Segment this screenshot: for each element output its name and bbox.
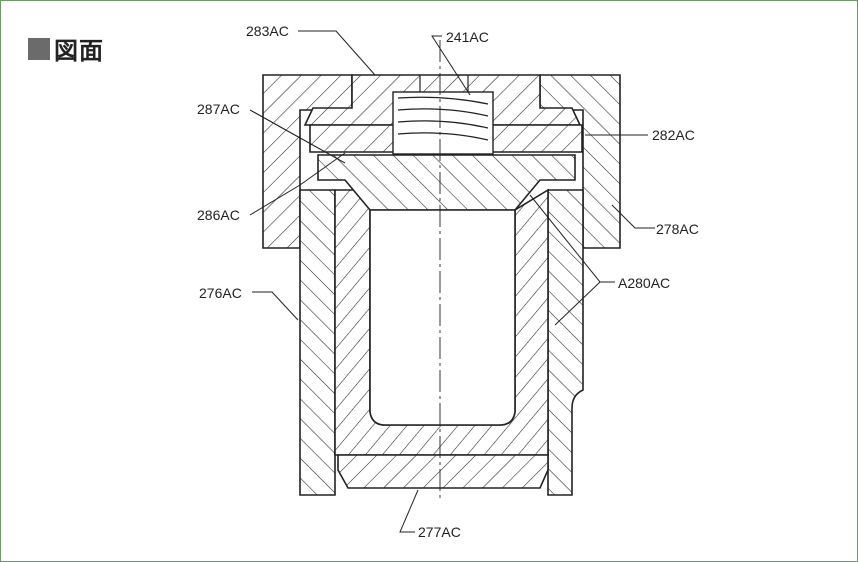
title-text: 図面	[54, 37, 104, 65]
label-a280ac: A280AC	[618, 275, 670, 291]
bottom-plug	[337, 454, 549, 489]
label-286ac: 286AC	[197, 207, 240, 223]
label-241ac: 241AC	[446, 29, 489, 45]
title-square-icon	[28, 37, 50, 60]
section-title: 図面	[28, 31, 104, 66]
label-277ac: 277AC	[418, 524, 461, 540]
spring-coils	[397, 96, 489, 141]
spring-housing	[392, 91, 494, 155]
body	[299, 189, 584, 496]
label-282ac: 282AC	[652, 127, 695, 143]
label-283ac: 283AC	[246, 23, 289, 39]
label-276ac: 276AC	[199, 285, 242, 301]
label-287ac: 287AC	[197, 101, 240, 117]
label-278ac: 278AC	[656, 221, 699, 237]
inner-cavity	[369, 209, 516, 426]
